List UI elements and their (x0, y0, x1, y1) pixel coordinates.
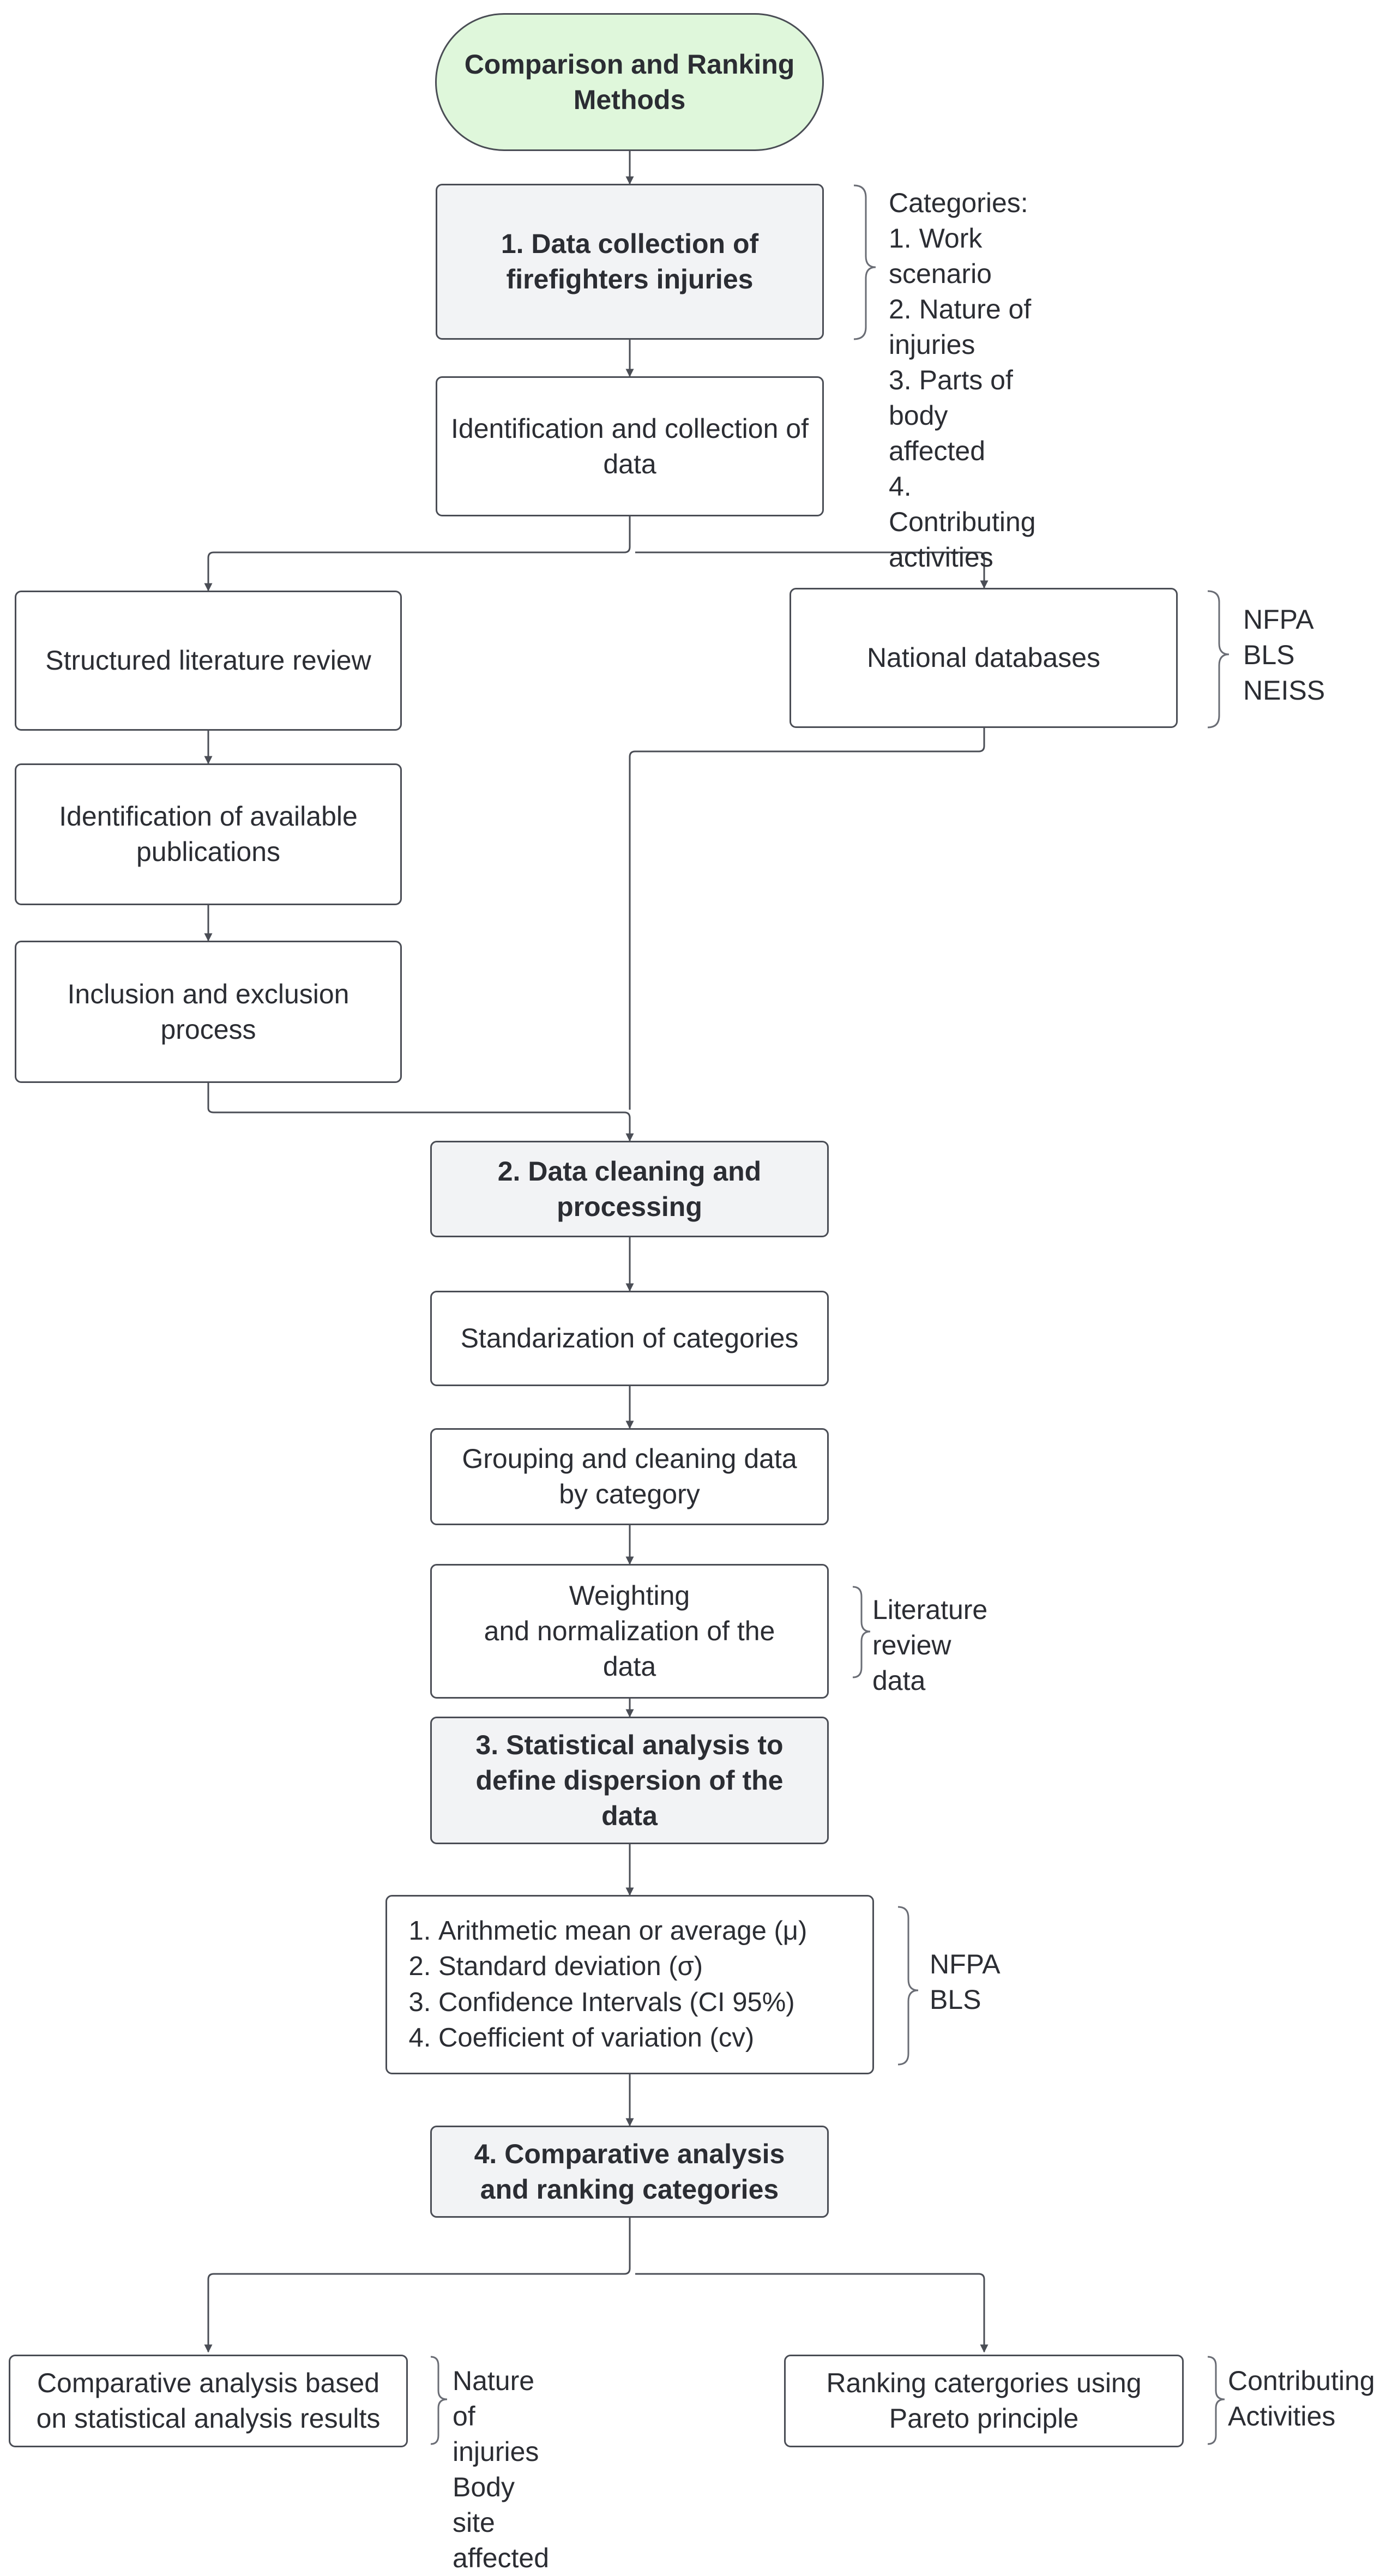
note-categories: Categories: 1. Work scenario 2. Nature o… (889, 188, 1036, 573)
brace-ranking-scope (1207, 2356, 1225, 2445)
step-1-data-collection: 1. Data collection of firefighters injur… (436, 184, 824, 340)
box-standardization: Standarization of categories (430, 1291, 829, 1386)
identification-label: Identification and collection of data (451, 413, 809, 479)
comparative-label: Comparative analysis based on statistica… (36, 2368, 381, 2434)
step-4-comparative-ranking: 4. Comparative analysis and ranking cate… (430, 2126, 829, 2218)
step-2-label: 2. Data cleaning and processing (497, 1155, 762, 1222)
connector-inclusion-merge (207, 1083, 634, 1142)
standardization-label: Standarization of categories (460, 1323, 799, 1353)
connector-national-merge (629, 728, 985, 1110)
ranking-label: Ranking catergories using Pareto princip… (826, 2368, 1142, 2434)
connectors (204, 151, 1230, 2445)
box-statistics-list: Arithmetic mean or average (μ) Standard … (385, 1895, 874, 2074)
box-grouping-cleaning: Grouping and cleaning data by category (430, 1428, 829, 1525)
connector-split-right (635, 551, 989, 589)
publications-label: Identification of available publications (59, 801, 358, 867)
list-item: Confidence Intervals (CI 95%) (438, 1985, 807, 2020)
statistics-list: Arithmetic mean or average (μ) Standard … (402, 1913, 807, 2056)
box-identification-collection: Identification and collection of data (436, 376, 824, 516)
list-item: Coefficient of variation (cv) (438, 2020, 807, 2056)
step-1-label: 1. Data collection of firefighters injur… (501, 228, 759, 294)
brace-databases (1207, 590, 1230, 729)
note-databases: NFPA BLS NEISS (1243, 604, 1325, 706)
note-ranking-scope: Contributing Activities (1228, 2366, 1375, 2431)
box-structured-literature-review: Structured literature review (15, 591, 402, 731)
box-identification-publications: Identification of available publications (15, 763, 402, 905)
literature-label: Structured literature review (45, 645, 371, 676)
box-national-databases: National databases (790, 588, 1178, 728)
list-item: Standard deviation (σ) (438, 1949, 807, 1984)
box-inclusion-exclusion: Inclusion and exclusion process (15, 941, 402, 1083)
step-3-statistical-analysis: 3. Statistical analysis to define disper… (430, 1717, 829, 1844)
connector-final-split-right (635, 2273, 989, 2353)
note-literature-data: Literature review data (872, 1594, 988, 1696)
brace-comparative-scope (430, 2356, 448, 2445)
box-comparative-analysis: Comparative analysis based on statistica… (9, 2355, 408, 2447)
brace-stats-sources (897, 1906, 919, 2066)
step-2-data-cleaning: 2. Data cleaning and processing (430, 1141, 829, 1237)
start-node: Comparison and Ranking Methods (435, 13, 824, 151)
connector-final-split (204, 2218, 631, 2353)
brace-literature-data (852, 1586, 871, 1678)
grouping-label: Grouping and cleaning data by category (462, 1443, 797, 1509)
step-3-label: 3. Statistical analysis to define disper… (475, 1729, 784, 1831)
note-stats-sources: NFPA BLS (930, 1949, 1001, 2015)
note-comparative-scope: Nature of injuries Body site affected (453, 2366, 550, 2573)
box-weighting-normalization: Weighting and normalization of the data (430, 1564, 829, 1699)
list-item: Arithmetic mean or average (μ) (438, 1913, 807, 1949)
connector-split (204, 516, 631, 592)
national-label: National databases (866, 642, 1101, 673)
step-4-label: 4. Comparative analysis and ranking cate… (474, 2138, 785, 2205)
weighting-label: Weighting and normalization of the data (484, 1580, 775, 1682)
brace-categories (853, 184, 876, 340)
inclusion-label: Inclusion and exclusion process (67, 978, 349, 1045)
start-node-label: Comparison and Ranking Methods (464, 49, 795, 115)
box-ranking-pareto: Ranking catergories using Pareto princip… (784, 2355, 1184, 2447)
